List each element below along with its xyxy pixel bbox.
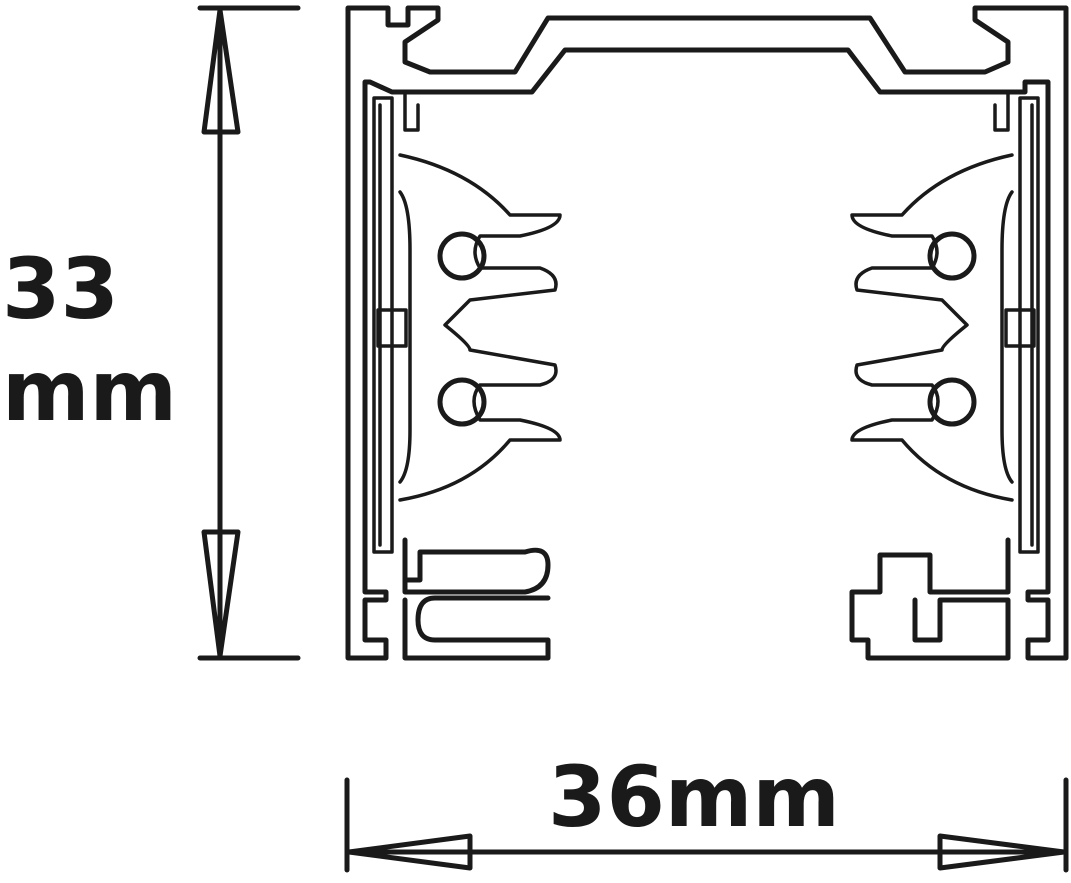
height-label-unit: mm	[2, 342, 177, 440]
width-label: 36mm	[548, 748, 840, 846]
height-label-value: 33	[2, 240, 119, 338]
width-dimension	[344, 777, 1069, 873]
right-lower-conductor	[927, 377, 977, 427]
profile-outer-contour	[345, 5, 1069, 661]
left-center-clip	[376, 308, 408, 348]
right-inner-wall	[1018, 96, 1040, 554]
right-center-clip	[1004, 308, 1036, 348]
left-inner-wall	[372, 96, 394, 554]
left-bottom-hook	[402, 537, 551, 661]
width-left-arrowhead	[346, 833, 473, 871]
height-bottom-arrowhead	[201, 529, 241, 659]
left-top-latch	[403, 90, 420, 132]
height-dimension	[197, 5, 301, 661]
left-lower-conductor	[437, 377, 487, 427]
right-carrier-backplate	[1000, 190, 1014, 484]
width-right-arrowhead	[937, 833, 1067, 871]
left-upper-conductor	[437, 231, 487, 281]
right-top-latch	[993, 90, 1010, 132]
right-conductor-carrier	[850, 153, 1014, 502]
right-bottom-hook	[849, 537, 1011, 661]
right-upper-conductor	[927, 231, 977, 281]
left-carrier-backplate	[398, 190, 412, 484]
track-profile	[345, 5, 1069, 661]
left-conductor-carrier	[398, 153, 562, 502]
height-top-arrowhead	[201, 7, 241, 135]
